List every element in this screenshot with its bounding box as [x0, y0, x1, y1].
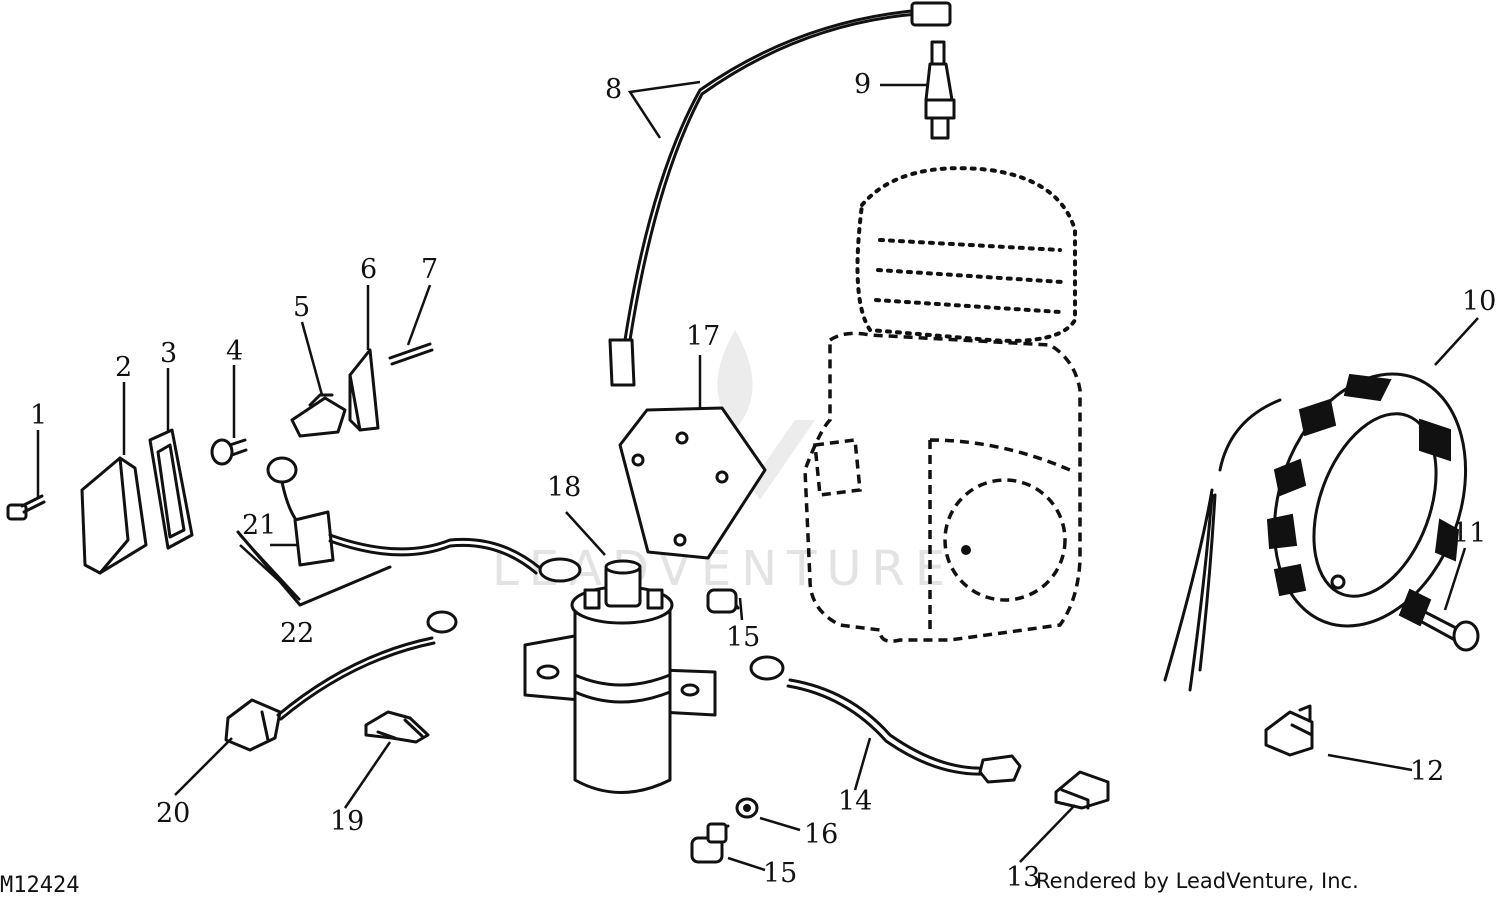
- bracket-6: [348, 348, 380, 432]
- callout-15-upper: 15: [726, 622, 760, 653]
- screw-1: [6, 494, 46, 521]
- callout-1: 1: [30, 400, 47, 431]
- callout-6: 6: [360, 254, 377, 285]
- terminal-4: [210, 438, 248, 466]
- callout-13: 13: [1006, 862, 1040, 893]
- callout-5: 5: [293, 292, 310, 323]
- callout-18: 18: [547, 472, 581, 503]
- watermark: LEADVENTURE: [492, 330, 945, 597]
- callout-7: 7: [421, 254, 438, 285]
- callout-20: 20: [156, 798, 190, 829]
- washer-16: [735, 797, 759, 819]
- points-5: [290, 393, 347, 438]
- callout-4: 4: [226, 336, 243, 367]
- ignition-coil: [523, 559, 717, 794]
- screw-15-lower: [690, 822, 730, 864]
- ignition-wire: [608, 1, 952, 387]
- callout-16: 16: [804, 819, 838, 850]
- ground-wire-14: [749, 655, 1022, 784]
- callout-22: 22: [280, 618, 314, 649]
- clip-19: [364, 710, 430, 744]
- mounting-plate: [618, 406, 767, 560]
- clip-13: [1054, 770, 1110, 810]
- callout-15-lower: 15: [763, 858, 797, 889]
- pin-7: [388, 342, 434, 366]
- callout-9: 9: [854, 69, 871, 100]
- stator: [1163, 372, 1468, 692]
- cover-2: [80, 456, 148, 575]
- clip-12: [1264, 704, 1314, 757]
- callout-17: 17: [686, 321, 720, 352]
- bolt-11: [1420, 610, 1480, 652]
- figure-code: M12424: [0, 873, 79, 898]
- callout-19: 19: [330, 806, 364, 837]
- callout-labels: 1 2 3 4 5 6 7 8 9 10 11 12 13 14 15 15 1…: [30, 69, 1496, 893]
- callout-10: 10: [1462, 286, 1496, 317]
- spark-plug: [924, 40, 956, 140]
- callout-11: 11: [1452, 518, 1486, 549]
- callout-12: 12: [1410, 756, 1444, 787]
- callout-8: 8: [605, 74, 622, 105]
- leader-lines: [36, 80, 1479, 872]
- gasket-3: [148, 428, 194, 550]
- render-credit: Rendered by LeadVenture, Inc.: [1036, 869, 1359, 893]
- callout-2: 2: [115, 352, 132, 383]
- condenser: [224, 610, 458, 752]
- callout-14: 14: [838, 786, 872, 817]
- screw-15-upper: [706, 588, 740, 614]
- engine-block: [803, 166, 1082, 643]
- callout-3: 3: [160, 338, 177, 369]
- callout-21: 21: [242, 510, 276, 541]
- wire-assembly-21-22: [236, 456, 582, 607]
